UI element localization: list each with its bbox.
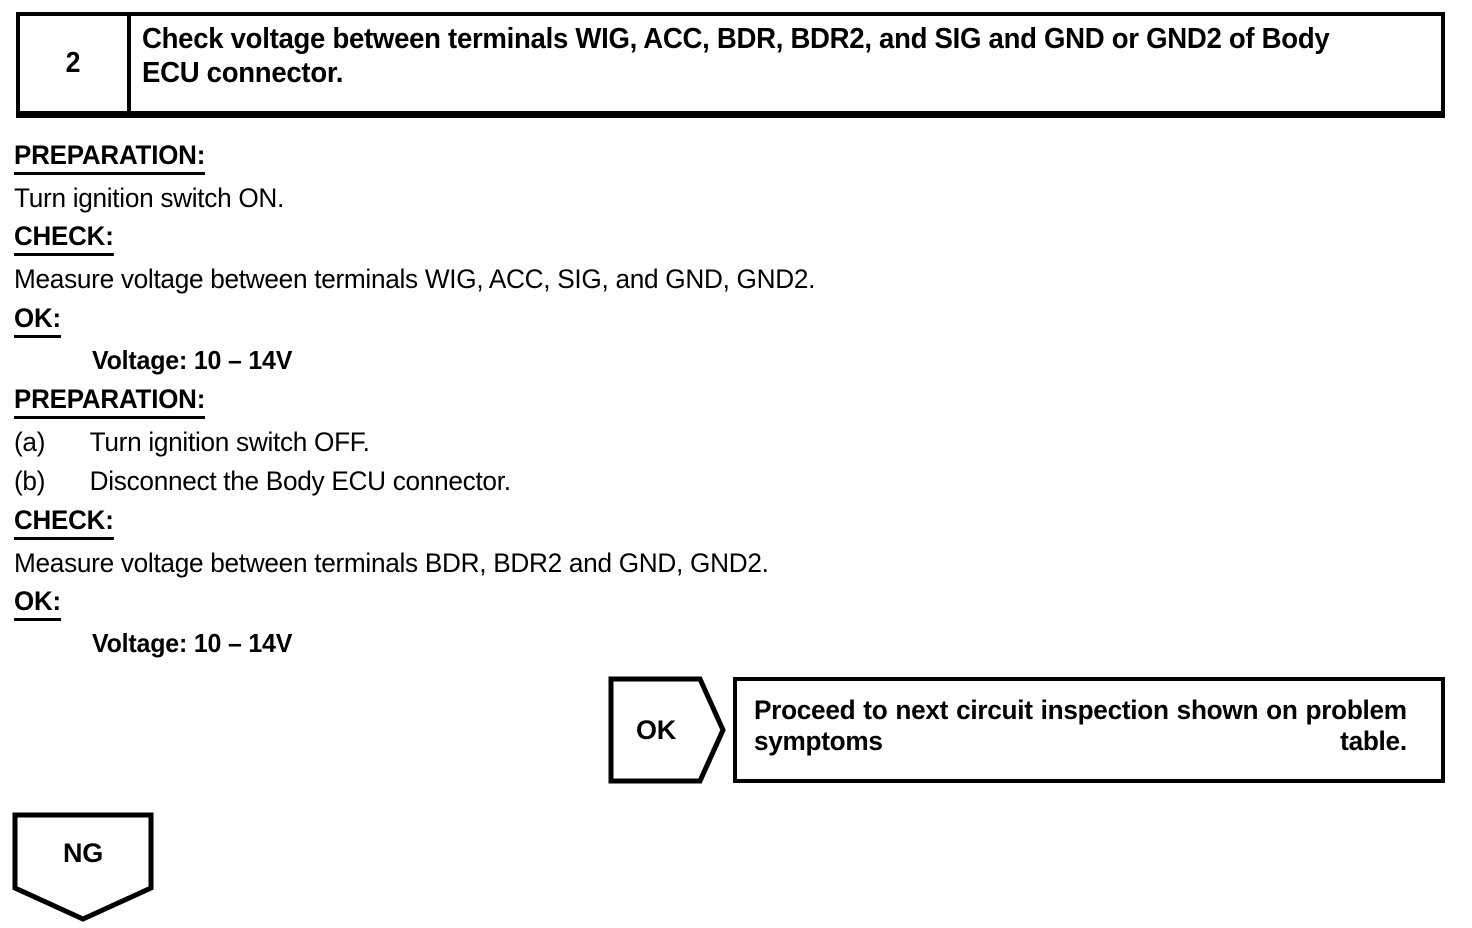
step-number: 2 (66, 47, 81, 79)
ok-1-heading-row: OK: (14, 304, 1114, 347)
preparation-1-heading-row: PREPARATION: (14, 142, 1114, 184)
ok-heading: OK: (14, 588, 61, 622)
ng-branch: NG (12, 812, 154, 922)
ok-arrow-shape (608, 676, 726, 784)
list-item-label: Disconnect the Body ECU connector. (89, 466, 511, 497)
list-item-marker: (a) (14, 426, 46, 457)
list-item: (b) Disconnect the Body ECU connector. (14, 466, 1081, 497)
list-item-label: Turn ignition switch OFF. (89, 426, 370, 457)
ng-branch-label: NG (62, 837, 104, 868)
ok-heading: OK: (14, 304, 61, 338)
check-1-heading-row: CHECK: (14, 223, 1114, 265)
ng-arrow-shape (12, 812, 154, 922)
ok-result-text: Proceed to next circuit inspection shown… (754, 695, 1407, 757)
procedure-body: PREPARATION: Turn ignition switch ON. CH… (14, 142, 1114, 669)
check-heading: CHECK: (14, 506, 114, 540)
ok-1-spec-value: Voltage: 10 – 14V (92, 344, 293, 375)
preparation-heading: PREPARATION: (14, 142, 205, 175)
step-number-cell: 2 (20, 16, 131, 111)
check-2-line: Measure voltage between terminals BDR, B… (14, 547, 769, 578)
check-2-heading-row: CHECK: (14, 506, 1114, 549)
page-title: Check voltage between terminals WIG, ACC… (142, 23, 1330, 90)
ok-2-spec-value: Voltage: 10 – 14V (92, 628, 293, 659)
preparation-1-line: Turn ignition switch ON. (14, 183, 285, 213)
ok-result-box: Proceed to next circuit inspection shown… (733, 677, 1445, 783)
check-1-line: Measure voltage between terminals WIG, A… (14, 264, 816, 295)
step-header-box: 2 Check voltage between terminals WIG, A… (16, 12, 1445, 118)
ok-2-heading-row: OK: (14, 588, 1114, 630)
list-item: (a) Turn ignition switch OFF. (14, 426, 1081, 457)
ok-branch-label: OK (635, 714, 677, 745)
preparation-heading: PREPARATION: (14, 385, 205, 419)
step-title-cell: Check voltage between terminals WIG, ACC… (131, 16, 1441, 111)
preparation-2-heading-row: PREPARATION: (14, 385, 1114, 428)
list-item-marker: (b) (14, 466, 46, 497)
ok-branch: OK Proceed to next circuit inspection sh… (608, 676, 1445, 784)
check-heading: CHECK: (14, 223, 114, 257)
